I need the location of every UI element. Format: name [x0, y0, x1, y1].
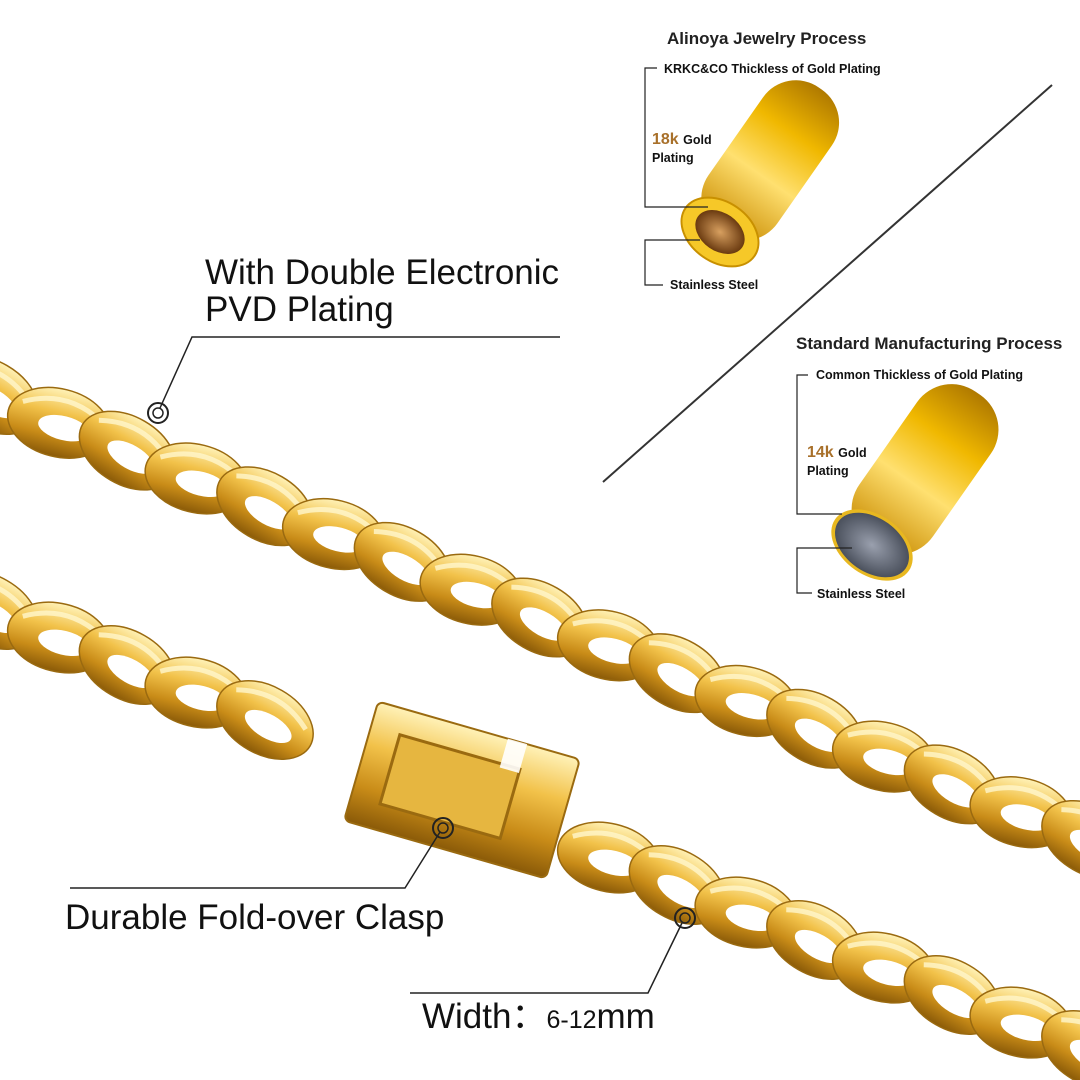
alinoya-plating: Plating [652, 151, 694, 165]
width-value: 6-12 [546, 1006, 597, 1034]
plating-callout-line1: With Double Electronic [205, 253, 560, 292]
alinoya-title: Alinoya Jewelry Process [667, 29, 867, 48]
gold-plated-cylinder-14k [831, 384, 999, 581]
divider-line [602, 84, 1053, 483]
alinoya-karat: 18k [652, 131, 679, 148]
width-unit: mm [596, 997, 655, 1036]
standard-plating: Plating [807, 464, 849, 478]
plating-callout-line2: PVD Plating [205, 290, 394, 329]
chain-link [216, 680, 314, 760]
standard-core: Stainless Steel [817, 587, 906, 601]
plating-callout: With Double Electronic PVD Plating [205, 254, 559, 328]
upper-chain [0, 354, 1080, 881]
alinoya-gold: Gold [683, 133, 712, 147]
width-callout: Width：6-12mm [422, 998, 655, 1039]
alinoya-plating-label: 18k Gold Plating [652, 131, 712, 167]
alinoya-thickness: KRKC&CO Thickless of Gold Plating [664, 62, 881, 76]
callout-leaders [70, 336, 696, 994]
clasp-callout: Durable Fold-over Clasp [65, 898, 445, 937]
standard-karat: 14k [807, 444, 834, 461]
standard-gold: Gold [838, 446, 867, 460]
cylinder2-leaders [796, 374, 852, 594]
fold-over-clasp [344, 701, 580, 879]
standard-plating-label: 14k Gold Plating [807, 444, 867, 480]
chain-link [1041, 799, 1080, 881]
width-label: Width： [422, 997, 547, 1036]
standard-thickness: Common Thickless of Gold Plating [816, 368, 1023, 382]
gold-plated-cylinder-18k [680, 80, 840, 268]
cylinder1-leaders [644, 67, 708, 286]
standard-title: Standard Manufacturing Process [796, 334, 1063, 353]
lower-chain [0, 570, 1080, 1080]
alinoya-core: Stainless Steel [670, 278, 759, 292]
